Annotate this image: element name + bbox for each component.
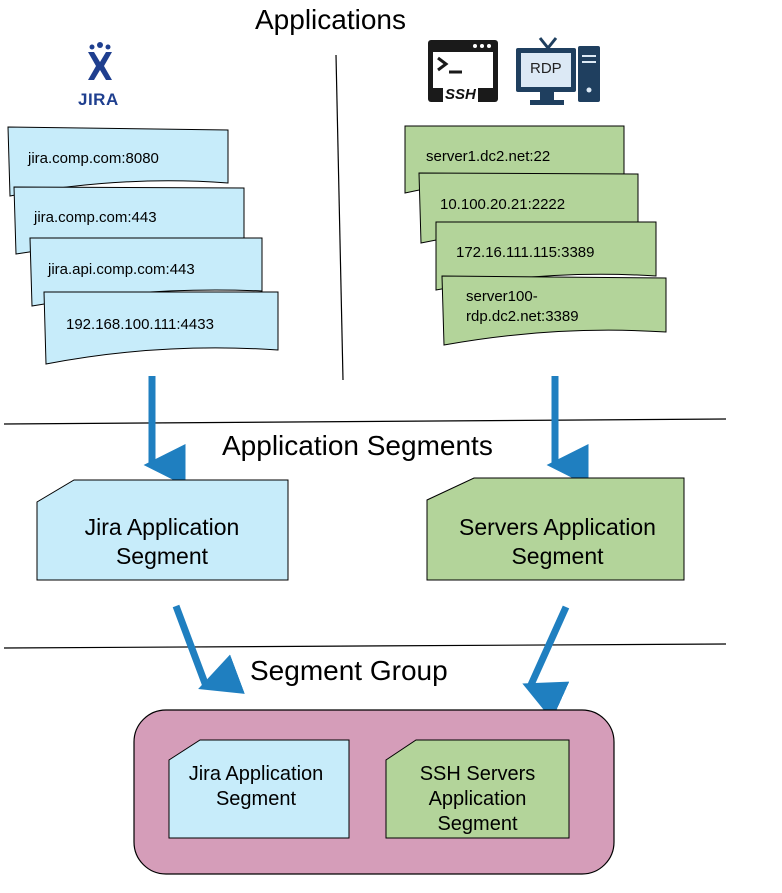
jira-doc-4: [43, 291, 279, 365]
server-app-label: server1.dc2.net:22: [426, 148, 551, 165]
server-app-label: server100- rdp.dc2.net:3389: [466, 288, 579, 325]
segment-group-heading: Segment Group: [250, 655, 448, 686]
servers-segment-label: Servers Application Segment: [459, 514, 656, 569]
jira-segment-label: Jira Application Segment: [84, 514, 240, 569]
servers-segment-shape: [426, 477, 685, 581]
jira-doc-stack: [7, 126, 279, 365]
jira-logo-text: JIRA: [78, 90, 119, 109]
arrow-jira-segment-to-group: [172, 604, 245, 694]
server-doc-stack: [404, 125, 667, 346]
vertical-divider: [335, 54, 344, 381]
ssh-logo-text: SSH: [443, 86, 478, 103]
jira-app-label: jira.comp.com:443: [34, 209, 157, 226]
jira-segment-shape: [36, 479, 289, 581]
divider-segments: [3, 643, 727, 649]
group-ssh-segment-label: SSH Servers Application Segment: [419, 763, 536, 835]
group-ssh-segment-shape: [385, 739, 570, 839]
arrow-servers-segment-to-group: [522, 605, 570, 720]
server-doc-4: [441, 275, 667, 346]
jira-logo-icon: [88, 42, 112, 80]
applications-heading: Applications: [255, 4, 406, 35]
application-segments-heading: Application Segments: [222, 430, 493, 461]
rdp-computer-icon: [516, 37, 600, 105]
divider-applications: [3, 418, 727, 425]
jira-app-label: 192.168.100.111:4433: [66, 316, 214, 333]
server-app-label: 10.100.20.21:2222: [440, 196, 566, 213]
jira-app-label: jira.api.comp.com:443: [48, 261, 195, 278]
group-jira-segment-shape: [168, 739, 350, 839]
server-app-label: 172.16.111.115:3389: [456, 244, 595, 261]
group-jira-segment-label: Jira Application Segment: [188, 763, 324, 810]
jira-app-label: jira.comp.com:8080: [28, 150, 159, 167]
rdp-logo-text: RDP: [530, 60, 562, 77]
